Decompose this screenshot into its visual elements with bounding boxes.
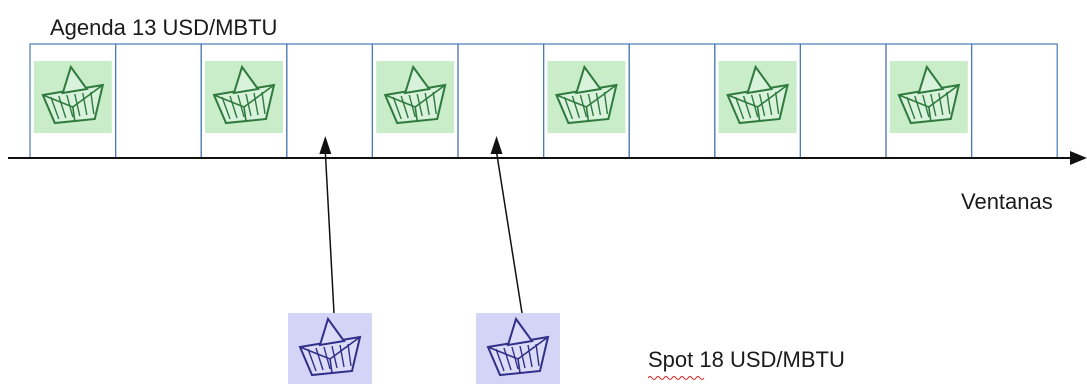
axis-label: Ventanas bbox=[961, 189, 1053, 214]
paper-boat-green-icon bbox=[41, 64, 105, 125]
spot-arrowhead bbox=[490, 136, 503, 154]
spot-arrow-line bbox=[324, 151, 335, 314]
paper-boat-green-icon bbox=[897, 64, 961, 125]
window-cell bbox=[628, 43, 716, 159]
paper-boat-green-icon bbox=[212, 64, 276, 125]
window-border bbox=[970, 43, 1058, 159]
axis-arrowhead bbox=[1070, 151, 1087, 165]
spot-cargo bbox=[476, 136, 560, 384]
agenda-price-label: Agenda 13 USD/MBTU bbox=[50, 15, 278, 40]
window-cell bbox=[714, 43, 801, 159]
window-border bbox=[628, 43, 716, 159]
spot-cargo bbox=[288, 136, 372, 384]
paper-boat-green-icon bbox=[726, 64, 789, 125]
spot-arrowhead bbox=[319, 136, 332, 154]
window-cell bbox=[970, 43, 1058, 159]
window-border bbox=[114, 43, 202, 159]
paper-boat-green-icon bbox=[383, 64, 447, 125]
window-cell bbox=[114, 43, 202, 159]
windows-strip bbox=[29, 43, 1058, 159]
window-border bbox=[457, 43, 545, 159]
window-border bbox=[286, 43, 373, 159]
window-cell bbox=[286, 43, 373, 159]
spot-price-label: Spot 18 USD/MBTU bbox=[648, 347, 845, 372]
spot-arrow-line bbox=[495, 151, 523, 314]
window-cell bbox=[457, 43, 545, 159]
window-cell bbox=[542, 43, 630, 159]
window-cell bbox=[371, 43, 459, 159]
paper-boat-blue-icon bbox=[486, 316, 550, 377]
window-cell bbox=[885, 43, 973, 159]
window-cell bbox=[799, 43, 887, 159]
paper-boat-blue-icon bbox=[298, 316, 362, 377]
window-cell bbox=[200, 43, 288, 159]
spellcheck-underline bbox=[648, 376, 705, 380]
paper-boat-green-icon bbox=[554, 64, 618, 125]
window-cell bbox=[29, 43, 117, 159]
spot-cargoes bbox=[288, 136, 560, 384]
window-border bbox=[799, 43, 887, 159]
